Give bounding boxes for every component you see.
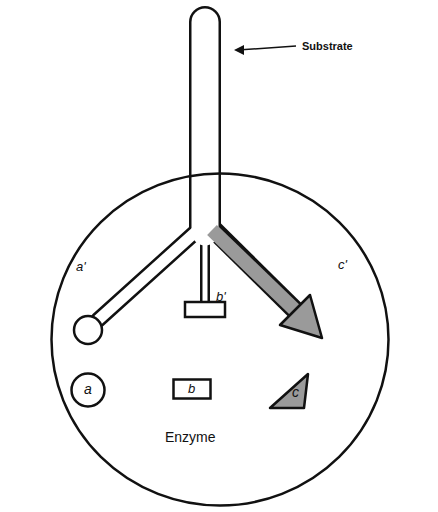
site-b-end [185, 302, 225, 317]
leader-line [238, 46, 296, 50]
site-c-end [280, 295, 322, 338]
site-label: a' [76, 260, 86, 274]
part-label: Substrate [302, 40, 353, 52]
site-label: c [292, 385, 299, 400]
branch-c-outline [210, 226, 296, 311]
enzyme-label: Enzyme [165, 430, 216, 445]
site-a-end [74, 316, 102, 344]
node-outline [50, 172, 390, 507]
site-label: a [84, 382, 92, 397]
site-label: c' [338, 258, 347, 272]
branch-b [203, 226, 208, 303]
site-triangle: c [268, 372, 310, 410]
site-circle: a [70, 372, 106, 408]
site-label: b [188, 382, 195, 396]
substrate-stem [192, 22, 219, 232]
site-rect: b [172, 378, 212, 400]
enzyme-circle: a b cEnzyme [50, 172, 390, 507]
node-outline [268, 372, 310, 410]
branch-c [212, 230, 296, 311]
site-label: b' [216, 290, 226, 304]
leader-arrowhead [234, 45, 244, 55]
